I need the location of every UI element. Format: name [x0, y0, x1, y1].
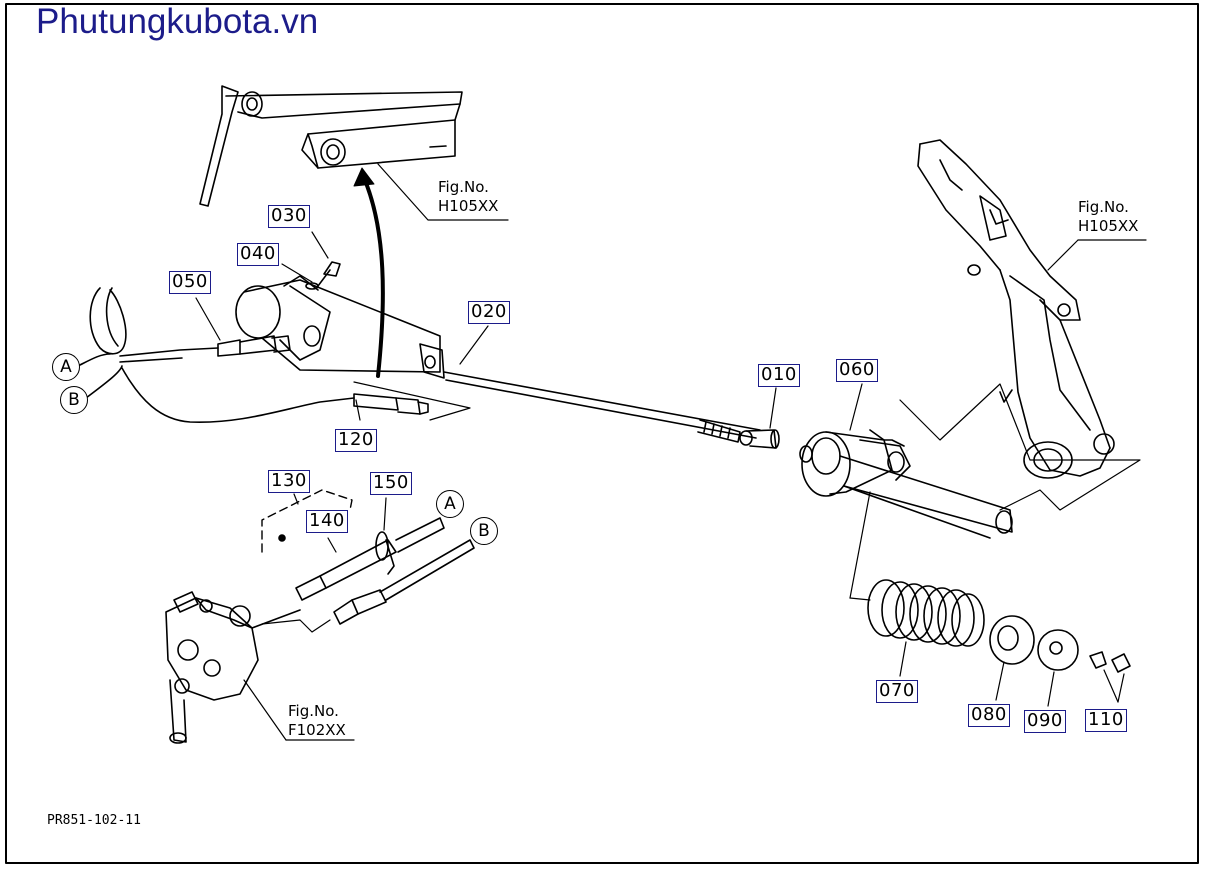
fig-ref-line2: H105XX: [1078, 217, 1139, 235]
fig-ref-line2: F102XX: [288, 721, 346, 739]
fig-ref-h105-upper: Fig.No. H105XX: [438, 178, 498, 216]
part-label-010[interactable]: 010: [758, 364, 800, 387]
part-label-020[interactable]: 020: [468, 301, 510, 324]
fig-ref-line1: Fig.No.: [1078, 198, 1129, 216]
part-label-090[interactable]: 090: [1024, 710, 1066, 733]
part-label-070[interactable]: 070: [876, 680, 918, 703]
hose-set: [261, 489, 475, 633]
part-label-040[interactable]: 040: [237, 243, 279, 266]
part-label-050[interactable]: 050: [169, 271, 211, 294]
rod-bracket: [799, 383, 1013, 539]
drawing-code: PR851-102-11: [47, 813, 141, 828]
connector-b-right: B: [470, 517, 498, 545]
site-watermark: Phutungkubota.vn: [36, 2, 319, 41]
part-label-120[interactable]: 120: [335, 429, 377, 452]
part-label-130[interactable]: 130: [268, 470, 310, 493]
part-label-140[interactable]: 140: [306, 510, 348, 533]
lift-arm-right: [917, 139, 1147, 479]
part-label-150[interactable]: 150: [370, 472, 412, 495]
part-label-110[interactable]: 110: [1085, 709, 1127, 732]
diagram-border: [5, 3, 1199, 864]
spring-assembly: [849, 491, 1131, 707]
part-label-080[interactable]: 080: [968, 704, 1010, 727]
part-label-060[interactable]: 060: [836, 359, 878, 382]
lift-cylinder: [217, 261, 445, 379]
connector-b-left: B: [60, 386, 88, 414]
fig-ref-h105-right: Fig.No. H105XX: [1078, 198, 1138, 236]
part-label-030[interactable]: 030: [268, 205, 310, 228]
fig-ref-line1: Fig.No.: [438, 178, 489, 196]
connector-a-right: A: [436, 490, 464, 518]
fig-ref-line2: H105XX: [438, 197, 499, 215]
connector-a-left: A: [52, 353, 80, 381]
fig-ref-f102: Fig.No. F102XX: [288, 702, 346, 740]
control-valve: [165, 591, 355, 744]
lift-arm-upper: [199, 85, 463, 207]
control-rod: [443, 371, 780, 449]
fig-ref-line1: Fig.No.: [288, 702, 339, 720]
